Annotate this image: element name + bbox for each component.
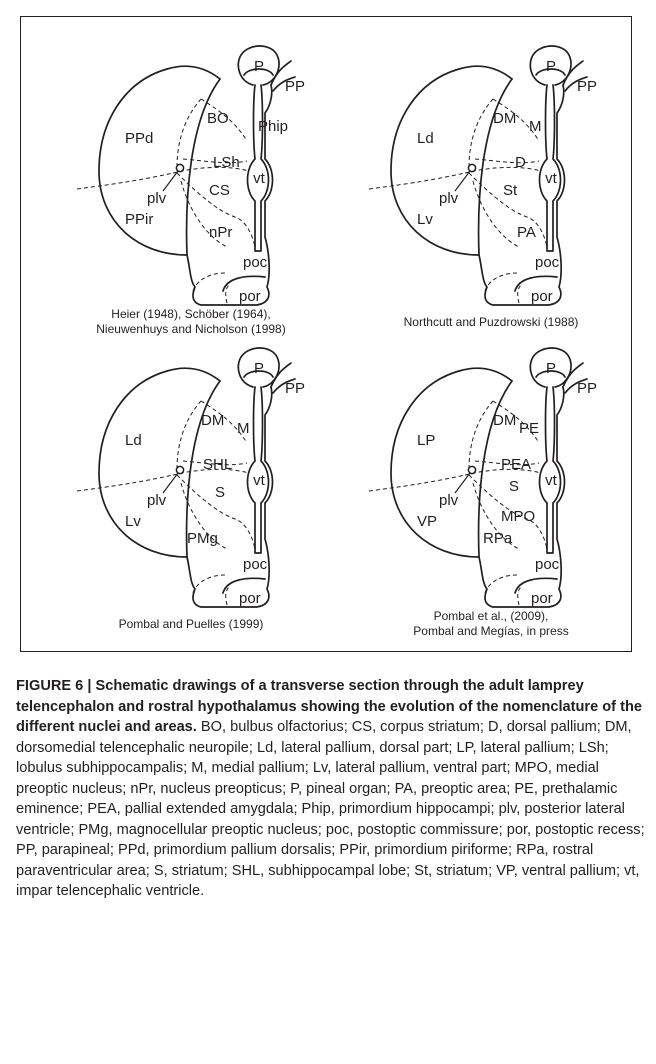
label-e: PPir xyxy=(125,211,153,228)
label-poc: poc xyxy=(535,254,560,271)
label-por: por xyxy=(531,288,553,305)
label-PP: PP xyxy=(577,78,597,95)
label-h: RPa xyxy=(483,530,513,547)
label-por: por xyxy=(239,288,261,305)
label-vt: vt xyxy=(545,170,558,187)
label-vt: vt xyxy=(253,472,266,489)
label-P: P xyxy=(254,58,264,75)
label-c: Ld xyxy=(417,130,434,147)
label-b: PE xyxy=(519,420,539,437)
panel-2-caption: Northcutt and Puzdrowski (1988) xyxy=(361,315,621,330)
label-e: Lv xyxy=(417,211,433,228)
label-c: LP xyxy=(417,432,435,449)
label-P: P xyxy=(546,58,556,75)
label-f: S xyxy=(215,484,225,501)
label-PP: PP xyxy=(285,380,305,397)
label-g: MPO xyxy=(501,508,535,525)
panel-3-caption: Pombal and Puelles (1999) xyxy=(61,617,321,632)
panel-1-caption: Heier (1948), Schöber (1964), Nieuwenhuy… xyxy=(61,307,321,336)
label-e: Lv xyxy=(125,513,141,530)
label-poc: poc xyxy=(535,556,560,573)
label-f: CS xyxy=(209,182,230,199)
label-vt: vt xyxy=(253,170,266,187)
figure-caption: FIGURE 6 | Schematic drawings of a trans… xyxy=(16,676,646,902)
figure-frame: P PP BO Phip PPd LSh plv vt PPir CS nPr … xyxy=(20,16,632,652)
section-drawing-3: P PP DM M Ld SHL plv vt Lv S PMg poc por xyxy=(77,343,327,623)
section-drawing-2: P PP DM M Ld D plv vt Lv St PA poc por xyxy=(369,41,619,321)
label-b: Phip xyxy=(258,118,288,135)
label-b: M xyxy=(529,118,542,135)
label-g: PMg xyxy=(187,530,218,547)
label-plv: plv xyxy=(147,190,167,207)
label-PP: PP xyxy=(285,78,305,95)
label-PP: PP xyxy=(577,380,597,397)
label-plv: plv xyxy=(439,190,459,207)
label-f: St xyxy=(503,182,518,199)
label-plv: plv xyxy=(147,492,167,509)
section-drawing-1: P PP BO Phip PPd LSh plv vt PPir CS nPr … xyxy=(77,41,327,321)
label-a: DM xyxy=(201,412,224,429)
panel-4: P PP DM PE LP PEA plv vt VP S MPO RPa po… xyxy=(369,343,619,623)
label-g: nPr xyxy=(209,224,232,241)
label-d: LSh xyxy=(213,154,240,171)
label-P: P xyxy=(546,360,556,377)
panel-4-caption: Pombal et al., (2009), Pombal and Megías… xyxy=(361,609,621,638)
label-plv: plv xyxy=(439,492,459,509)
panel-2: P PP DM M Ld D plv vt Lv St PA poc por xyxy=(369,41,619,321)
figure-legend: BO, bulbus olfactorius; CS, corpus stria… xyxy=(16,719,645,899)
label-a: DM xyxy=(493,412,516,429)
label-e: VP xyxy=(417,513,437,530)
label-P: P xyxy=(254,360,264,377)
label-por: por xyxy=(239,590,261,607)
label-poc: poc xyxy=(243,254,268,271)
label-vt: vt xyxy=(545,472,558,489)
label-b: M xyxy=(237,420,250,437)
label-d: D xyxy=(515,154,526,171)
panel-3: P PP DM M Ld SHL plv vt Lv S PMg poc por xyxy=(77,343,327,623)
panel-1: P PP BO Phip PPd LSh plv vt PPir CS nPr … xyxy=(77,41,327,321)
section-drawing-4: P PP DM PE LP PEA plv vt VP S MPO RPa po… xyxy=(369,343,619,623)
label-d: SHL xyxy=(203,456,232,473)
label-c: PPd xyxy=(125,130,153,147)
label-poc: poc xyxy=(243,556,268,573)
label-f: S xyxy=(509,478,519,495)
label-c: Ld xyxy=(125,432,142,449)
label-por: por xyxy=(531,590,553,607)
label-g: PA xyxy=(517,224,536,241)
label-a: BO xyxy=(207,110,229,127)
label-a: DM xyxy=(493,110,516,127)
label-d: PEA xyxy=(501,456,531,473)
